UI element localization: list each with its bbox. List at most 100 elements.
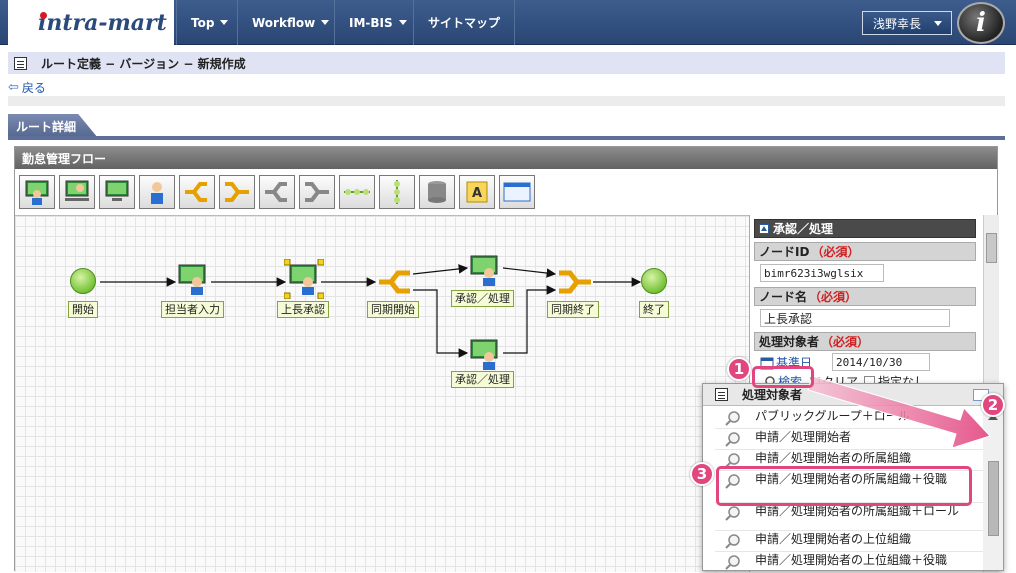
- list-item[interactable]: 申請／処理開始者: [715, 429, 985, 450]
- avatar[interactable]: i: [957, 2, 1005, 44]
- branch-join-icon: [305, 182, 329, 202]
- document-icon: [14, 56, 27, 70]
- monitor-node-button[interactable]: [99, 175, 135, 209]
- node-id-value: bimr623i3wglsix: [764, 266, 864, 280]
- list-item-label: 申請／処理開始者の所属組織＋役職: [755, 472, 948, 486]
- split-button[interactable]: [179, 175, 215, 209]
- sync-end-node-label: 同期終了: [547, 301, 599, 318]
- target-header: 処理対象者 （必須）: [754, 332, 976, 351]
- node-name-header: ノード名 （必須）: [754, 287, 976, 306]
- approve-node-label: 承認／処理: [451, 290, 514, 307]
- base-date-value: 2014/10/30: [836, 355, 903, 369]
- window-button[interactable]: [499, 175, 535, 209]
- branch-split-icon: [265, 182, 287, 202]
- monitor-node-icon: [105, 180, 129, 201]
- user-node-button[interactable]: [19, 175, 55, 209]
- step-badge-1: 1: [727, 357, 751, 381]
- horizontal-line-button[interactable]: [339, 175, 375, 209]
- tab-underline: [8, 136, 1005, 140]
- back-link[interactable]: ⇦ 戻る: [8, 78, 46, 96]
- back-arrow-icon: ⇦: [8, 79, 19, 95]
- list-item[interactable]: パブリックグループ＋ロール: [715, 408, 985, 429]
- document-icon: [715, 388, 728, 401]
- logo-text: intra-mart: [38, 9, 167, 36]
- user-menu[interactable]: 浅野幸長: [862, 11, 952, 35]
- sync-start-node-icon[interactable]: [377, 268, 413, 296]
- multi-user-node-button[interactable]: [59, 175, 95, 209]
- back-label: 戻る: [21, 80, 46, 95]
- top-nav: intra-mart Top Workflow IM-BIS サイトマップ 浅野…: [0, 0, 1016, 45]
- nav-sitemap[interactable]: サイトマップ: [413, 0, 516, 45]
- popup-scrollbar[interactable]: [983, 406, 1003, 570]
- sync-end-node-icon[interactable]: [557, 268, 593, 296]
- start-node-icon[interactable]: [70, 268, 96, 294]
- text-icon: A: [466, 181, 488, 203]
- chevron-down-icon: [398, 20, 407, 25]
- scrollbar-thumb[interactable]: [988, 461, 999, 536]
- approve-node-icon[interactable]: [469, 254, 501, 286]
- vertical-line-icon: [394, 180, 400, 204]
- nav-im-bis[interactable]: IM-BIS: [334, 0, 421, 45]
- approve-node-icon[interactable]: [469, 338, 501, 370]
- chevron-down-icon: [220, 20, 229, 25]
- intra-mart-logo[interactable]: intra-mart: [8, 0, 174, 45]
- node-name-label: ノード名: [759, 290, 808, 304]
- database-button[interactable]: [419, 175, 455, 209]
- search-icon: [725, 534, 740, 549]
- nav-workflow[interactable]: Workflow: [237, 0, 343, 45]
- section-header-approve[interactable]: 承認／処理: [754, 219, 976, 238]
- split-icon: [185, 182, 207, 202]
- section-title: 承認／処理: [773, 222, 834, 236]
- scroll-up-icon[interactable]: [988, 414, 998, 420]
- join-button[interactable]: [219, 175, 255, 209]
- flow-toolbar: A: [19, 175, 535, 209]
- manager-node-icon[interactable]: [284, 259, 324, 299]
- list-item-label: 申請／処理開始者の上位組織＋役職: [755, 553, 948, 567]
- list-item[interactable]: 申請／処理開始者の上位組織＋役職: [715, 552, 985, 570]
- flow-connectors: [100, 264, 642, 358]
- flow-panel-title: 勤怠管理フロー: [22, 151, 107, 166]
- chevron-down-icon: [934, 21, 942, 26]
- node-id-header: ノードID （必須）: [754, 242, 976, 261]
- applicant-node-icon[interactable]: [177, 263, 209, 295]
- page-title: ルート定義 − バージョン − 新規作成: [41, 56, 246, 71]
- flow-canvas[interactable]: 開始 担当者入力 上長承認 同期開始 承認／処理 承認／処理 同期終了 終了: [15, 215, 749, 572]
- collapse-icon[interactable]: [759, 223, 769, 234]
- list-item-label: 申請／処理開始者の上位組織: [755, 532, 912, 546]
- required-mark: （必須）: [809, 290, 858, 304]
- sync-start-node-label: 同期開始: [367, 301, 419, 318]
- applicant-node-label: 担当者入力: [161, 301, 224, 318]
- connector: [502, 267, 557, 278]
- person-node-button[interactable]: [139, 175, 175, 209]
- nav-top-label: Top: [191, 15, 215, 30]
- list-item-label: 申請／処理開始者の所属組織＋ロール: [755, 504, 960, 518]
- list-item[interactable]: 申請／処理開始者の所属組織＋ロール: [715, 503, 985, 531]
- branch-split-button[interactable]: [259, 175, 295, 209]
- list-item-selected[interactable]: 申請／処理開始者の所属組織＋役職: [715, 471, 985, 503]
- step-badge-3: 3: [690, 462, 714, 486]
- nav-top[interactable]: Top: [176, 0, 242, 45]
- node-name-field[interactable]: 上長承認: [760, 309, 950, 327]
- target-label: 処理対象者: [759, 335, 820, 349]
- user-name: 浅野幸長: [873, 16, 922, 31]
- nav-im-bis-label: IM-BIS: [349, 15, 393, 30]
- join-icon: [225, 182, 249, 202]
- end-node-icon[interactable]: [641, 268, 667, 294]
- multi-user-node-icon: [65, 180, 89, 201]
- text-button[interactable]: A: [459, 175, 495, 209]
- list-item[interactable]: 申請／処理開始者の上位組織: [715, 531, 985, 552]
- node-id-field[interactable]: bimr623i3wglsix: [760, 264, 884, 282]
- chevron-down-icon: [321, 20, 330, 25]
- search-icon: [725, 432, 740, 447]
- branch-join-button[interactable]: [299, 175, 335, 209]
- connector: [503, 285, 557, 354]
- scrollbar-thumb[interactable]: [986, 233, 997, 263]
- connector: [412, 264, 469, 275]
- search-icon: [725, 506, 740, 521]
- svg-text:A: A: [472, 186, 482, 201]
- vertical-line-button[interactable]: [379, 175, 415, 209]
- person-node-icon: [151, 182, 163, 204]
- step-badge-2: 2: [981, 393, 1005, 417]
- base-date-field[interactable]: 2014/10/30: [832, 353, 930, 371]
